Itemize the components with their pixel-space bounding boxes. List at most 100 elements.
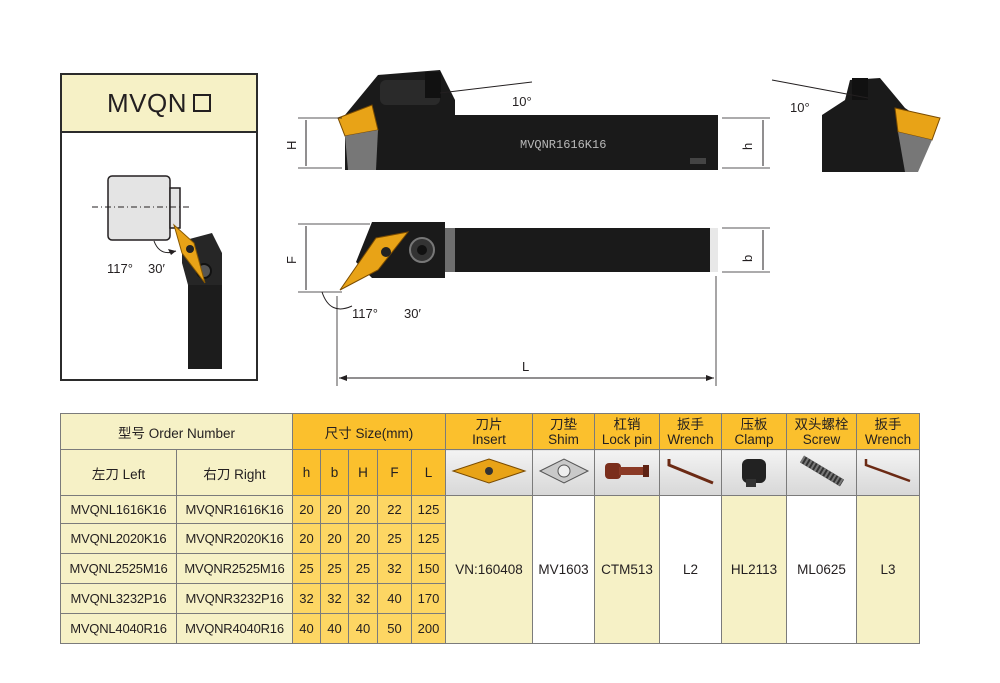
screw-image [786, 449, 857, 496]
left-model: MVQNL3232P16 [60, 583, 177, 614]
table-row: MVQNL3232P16 MVQNR3232P16 32 32 32 40 17… [60, 583, 920, 614]
end-clamp-screw-shape [852, 78, 868, 100]
series-name: MVQN [107, 87, 187, 118]
holder-shank-shape [188, 283, 222, 369]
lock-pin-value: CTM513 [594, 495, 660, 644]
top-view: F b 117° 30′ L [284, 222, 770, 386]
application-diagram: 117° 30′ [92, 175, 222, 369]
panel-approach-angle: 117° [107, 261, 133, 276]
wrench-value: L2 [659, 495, 722, 644]
insert-shape [173, 223, 206, 284]
part-en: Clamp [734, 431, 774, 447]
left-model: MVQNL2020K16 [60, 523, 177, 554]
shim-value: MV1603 [532, 495, 595, 644]
technical-drawing: MVQNR1616K16 10° H h 10° F [284, 70, 941, 386]
top-insert-shape [339, 231, 410, 291]
lock-pin-icon [605, 463, 649, 479]
end-view: 10° [771, 78, 941, 172]
screw-value: ML0625 [786, 495, 857, 644]
dim-b: 20 [320, 523, 349, 554]
part-en: Wrench [864, 431, 912, 447]
wrench-icon [864, 459, 911, 483]
top-view-neck-shape [445, 228, 455, 272]
screw-icon [799, 455, 844, 487]
side-shim-shape [345, 130, 378, 170]
angle-arrow-shape [168, 249, 176, 255]
series-suffix-box [193, 94, 211, 112]
top-view-end-shape [710, 228, 718, 272]
dim-L-arrow-left [339, 375, 347, 381]
end-shim-shape [898, 132, 932, 172]
series-title: MVQN [62, 75, 256, 133]
dim-F: 22 [377, 495, 412, 524]
body-marking: MVQNR1616K16 [520, 138, 606, 152]
dim-L: 125 [411, 495, 446, 524]
insert-value: VN:160408 [445, 495, 533, 644]
wrench-2-value: L3 [856, 495, 920, 644]
part-en: Wrench [667, 431, 714, 447]
dim-L: 125 [411, 523, 446, 554]
dim-b-label: b [740, 255, 755, 262]
angle-line-right [771, 79, 869, 99]
dim-L-arrow-right [706, 375, 714, 381]
part-cn: 双头螺栓 [794, 416, 849, 432]
clamp-screw-shape [425, 72, 441, 98]
dim-F: 40 [377, 583, 412, 614]
header-left: 左刀 Left [60, 449, 177, 496]
serial-mark-shape [690, 158, 706, 164]
part-en: Lock pin [601, 431, 653, 447]
dim-h: 20 [292, 495, 321, 524]
dim-H: 40 [348, 613, 378, 644]
clamp-icon [742, 459, 766, 487]
top-insert-hole-shape [381, 247, 391, 257]
dim-b: 40 [320, 613, 349, 644]
right-model: MVQNR3232P16 [176, 583, 293, 614]
right-model: MVQNR1616K16 [176, 495, 293, 524]
part-cn: 压板 [740, 416, 768, 432]
dim-b: 20 [320, 495, 349, 524]
angle-line-left [439, 81, 533, 94]
dim-H: 32 [348, 583, 378, 614]
series-panel: MVQN 117° 30′ [60, 73, 258, 381]
dim-F: 25 [377, 523, 412, 554]
table-row: MVQNL2020K16 MVQNR2020K16 20 20 20 25 12… [60, 523, 920, 554]
shim-image [532, 449, 595, 496]
dim-h: 32 [292, 583, 321, 614]
top-clamp-screw-hex [417, 245, 427, 255]
lock-pin-image [594, 449, 660, 496]
dim-F: 50 [377, 613, 412, 644]
top-angle-arc [321, 291, 353, 310]
top-approach-angle: 117° [352, 306, 378, 321]
part-cn: 杠销 [613, 416, 641, 432]
part-cn: 扳手 [677, 416, 704, 432]
shim-icon [538, 458, 589, 484]
dim-L: 200 [411, 613, 446, 644]
dim-h-label: h [740, 143, 755, 150]
left-model: MVQNL2525M16 [60, 553, 177, 584]
dim-H: 20 [348, 523, 378, 554]
header-H: H [348, 449, 378, 496]
insert-hole-shape [186, 245, 194, 253]
top-point-angle: 30′ [404, 306, 421, 321]
dim-b: 25 [320, 553, 349, 584]
dim-L: 170 [411, 583, 446, 614]
header-right: 右刀 Right [176, 449, 293, 496]
left-model: MVQNL1616K16 [60, 495, 177, 524]
header-order-number: 型号 Order Number [60, 413, 293, 450]
dim-b: 32 [320, 583, 349, 614]
side-angle-right: 10° [790, 100, 810, 115]
wrench-icon [667, 459, 714, 485]
dim-H: 25 [348, 553, 378, 584]
part-cn: 刀片 [475, 416, 503, 432]
header-h: h [292, 449, 321, 496]
dim-H: 20 [348, 495, 378, 524]
right-model: MVQNR2525M16 [176, 553, 293, 584]
table-row: MVQNL4040R16 MVQNR4040R16 40 40 40 50 20… [60, 613, 920, 644]
